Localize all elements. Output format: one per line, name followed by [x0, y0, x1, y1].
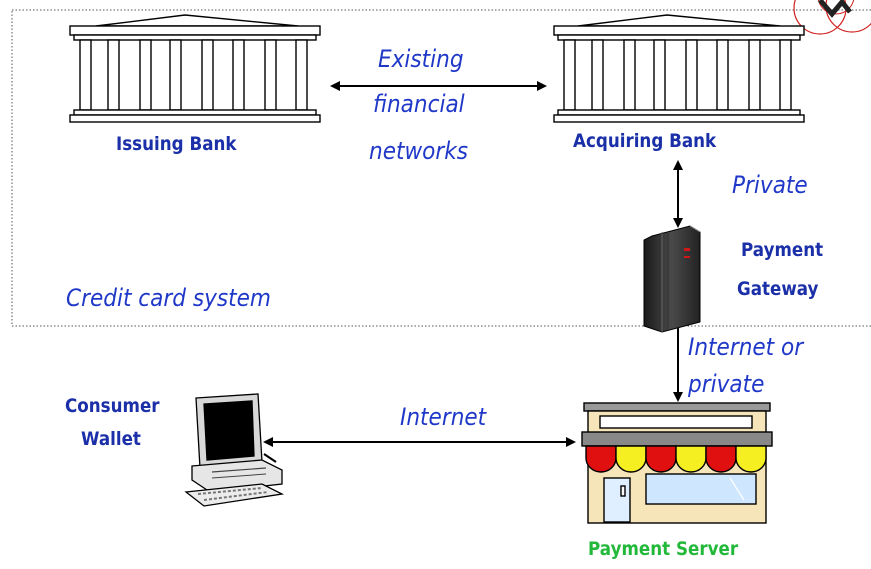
banks-link-label-line1: Existing [378, 45, 464, 73]
internet-link-label: Internet [400, 403, 487, 431]
banks-link-label-line3: networks [369, 137, 468, 165]
payment-server-shop-icon [581, 402, 773, 524]
acquiring-bank-icon [553, 14, 805, 123]
payment-gateway-icon [643, 225, 701, 333]
banks-link-label-line2: financial [373, 90, 465, 118]
consumer-wallet-label-line1: Consumer [65, 395, 160, 417]
private-link-label: Private [732, 171, 808, 199]
internet-or-private-label-line1: Internet or [688, 333, 804, 361]
acquiring-bank-label: Acquiring Bank [573, 130, 717, 152]
issuing-bank-icon [69, 14, 321, 123]
credit-card-system-region [11, 9, 871, 327]
payment-gateway-label-line1: Payment [741, 239, 824, 261]
issuing-bank-label: Issuing Bank [116, 133, 237, 155]
credit-card-system-label: Credit card system [66, 284, 271, 312]
internet-or-private-label-line2: private [688, 370, 765, 398]
payment-server-label: Payment Server [588, 538, 739, 560]
payment-gateway-label-line2: Gateway [737, 278, 819, 300]
consumer-computer-icon [184, 393, 285, 507]
logo-icon [793, 0, 871, 35]
consumer-wallet-label-line2: Wallet [81, 428, 141, 450]
